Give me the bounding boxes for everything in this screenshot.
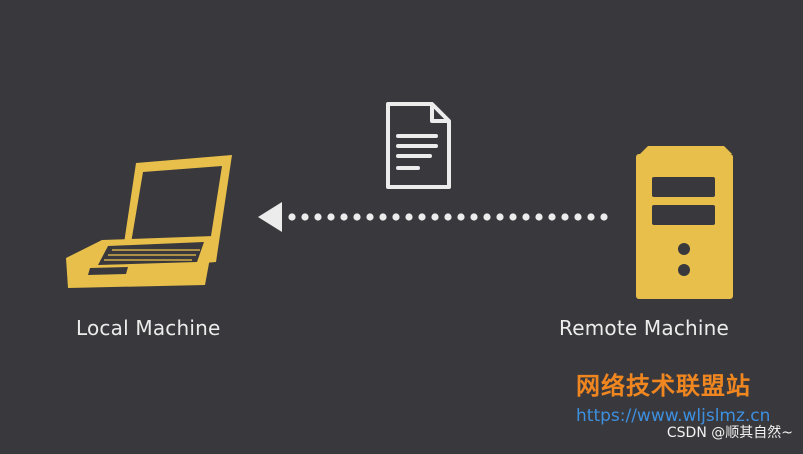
arrow-dot <box>548 213 556 221</box>
arrow-dot <box>587 213 595 221</box>
arrow-dot <box>522 213 530 221</box>
arrow-dot <box>561 213 569 221</box>
transfer-arrow <box>258 202 608 232</box>
arrow-head-icon <box>258 202 282 232</box>
arrow-dot <box>301 213 309 221</box>
arrow-dot <box>366 213 374 221</box>
arrow-dot <box>327 213 335 221</box>
arrow-dots <box>288 213 608 221</box>
arrow-dot <box>340 213 348 221</box>
arrow-dot <box>483 213 491 221</box>
local-machine-label: Local Machine <box>76 316 221 340</box>
remote-machine-label: Remote Machine <box>559 316 730 340</box>
arrow-dot <box>535 213 543 221</box>
server-icon <box>636 146 733 299</box>
document-icon <box>386 102 451 189</box>
arrow-dot <box>496 213 504 221</box>
arrow-dot <box>314 213 322 221</box>
arrow-dot <box>470 213 478 221</box>
arrow-dot <box>353 213 361 221</box>
watermark-csdn: CSDN @顺其自然~ <box>666 425 793 441</box>
arrow-dot <box>444 213 452 221</box>
watermark-url: https://www.wljslmz.cn <box>576 406 771 426</box>
arrow-dot <box>405 213 413 221</box>
arrow-dot <box>600 213 608 221</box>
arrow-dot <box>509 213 517 221</box>
arrow-dot <box>431 213 439 221</box>
arrow-dot <box>418 213 426 221</box>
arrow-dot <box>392 213 400 221</box>
arrow-dot <box>288 213 296 221</box>
arrow-dot <box>457 213 465 221</box>
arrow-dot <box>574 213 582 221</box>
laptop-icon <box>66 155 232 288</box>
watermark-site-name: 网络技术联盟站 <box>576 372 751 400</box>
arrow-dot <box>379 213 387 221</box>
